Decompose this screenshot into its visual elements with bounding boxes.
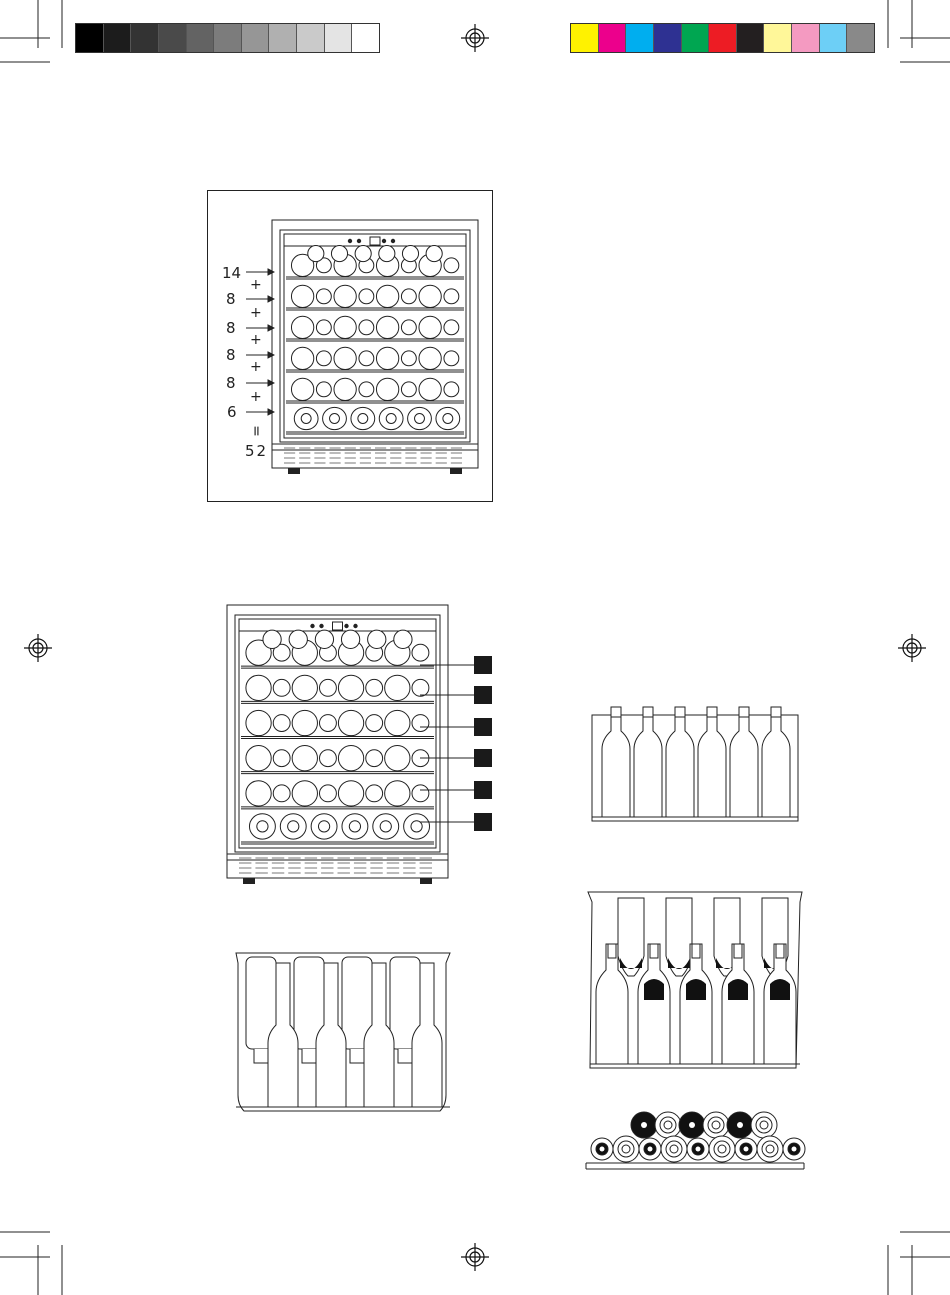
front-bottom-bottle-6 [709, 1136, 735, 1162]
left-foot [288, 468, 300, 474]
front-bottom-bottle-2 [613, 1136, 639, 1162]
shelf-count-3: 8 [226, 319, 236, 337]
stacked-bottle-dark-1 [618, 898, 644, 976]
shelf-row-3 [286, 316, 464, 341]
shelf-callout-box-4 [474, 749, 492, 767]
front-bottom-bottle-5 [687, 1138, 709, 1160]
shelf-callout-box-5 [474, 781, 492, 799]
upright-bottle-3 [666, 707, 694, 817]
shelf-callout-box-1 [474, 656, 492, 674]
front-bottom-bottle-7 [735, 1138, 757, 1160]
cooler-grille [272, 444, 478, 468]
shelf-row-1 [286, 246, 464, 279]
shelf-row-5 [286, 378, 464, 403]
front-top-bottle-4 [703, 1112, 729, 1138]
shelf-count-4: 8 [226, 346, 236, 364]
control-panel [284, 237, 466, 246]
left-foot [243, 878, 255, 884]
upright-bottle-shelf [590, 705, 800, 825]
stacked-bottle-shelf-top-view [586, 888, 804, 1078]
registration-target-3 [898, 634, 926, 662]
shelf-row-2 [241, 675, 434, 703]
shelf-row-3 [241, 710, 434, 738]
shelf-callout-box-2 [474, 686, 492, 704]
stacked-bottle-dark-2 [666, 898, 692, 976]
shelf-row-2 [286, 285, 464, 310]
shelf-count-2: 8 [226, 290, 236, 308]
front-top-bottle-2 [655, 1112, 681, 1138]
upright-bottle-4 [698, 707, 726, 817]
capacity-arrows [240, 260, 275, 425]
front-bottom-bottle-3 [639, 1138, 661, 1160]
front-bottom-bottle-9 [783, 1138, 805, 1160]
callout-leader-lines [420, 650, 480, 840]
right-foot [450, 468, 462, 474]
front-top-bottle-5 [727, 1112, 753, 1138]
front-top-bottle-6 [751, 1112, 777, 1138]
upright-bottle-6 [762, 707, 790, 817]
front-bottom-bottle-8 [757, 1136, 783, 1162]
front-top-bottle-3 [679, 1112, 705, 1138]
shelf-count-5: 8 [226, 374, 236, 392]
shelf-row-6 [241, 814, 434, 844]
stacked-bottle-shelf-front-view [584, 1105, 806, 1173]
cooler-grille [227, 854, 448, 878]
shelf-row-6 [286, 407, 464, 434]
capacity-cooler-illustration [270, 218, 480, 478]
front-top-bottle-1 [631, 1112, 657, 1138]
stacked-bottle-light-2 [638, 944, 670, 1064]
control-panel [239, 622, 436, 631]
front-bottom-bottle-1 [591, 1138, 613, 1160]
shelf-row-1 [241, 630, 434, 668]
front-bottom-bottle-4 [661, 1136, 687, 1162]
registration-target-1 [461, 24, 489, 52]
shelf-row-4 [241, 746, 434, 774]
upright-bottle-5 [730, 707, 758, 817]
shelf-callout-box-6 [474, 813, 492, 831]
alternating-bottle-shelf-top-view [232, 945, 454, 1115]
shelf-count-6: 6 [227, 403, 237, 421]
shelf-callout-cooler-illustration [225, 603, 450, 888]
registration-target-2 [24, 634, 52, 662]
registration-target-4 [461, 1243, 489, 1271]
right-foot [420, 878, 432, 884]
equals-sign: = [248, 425, 264, 437]
shelf-count-1: 14 [222, 264, 241, 282]
upright-bottle-1 [602, 707, 630, 817]
shelf-row-5 [241, 781, 434, 809]
shelf-row-4 [286, 347, 464, 372]
total-capacity: 52 [245, 442, 268, 460]
shelf-callout-box-3 [474, 718, 492, 736]
upright-bottle-2 [634, 707, 662, 817]
